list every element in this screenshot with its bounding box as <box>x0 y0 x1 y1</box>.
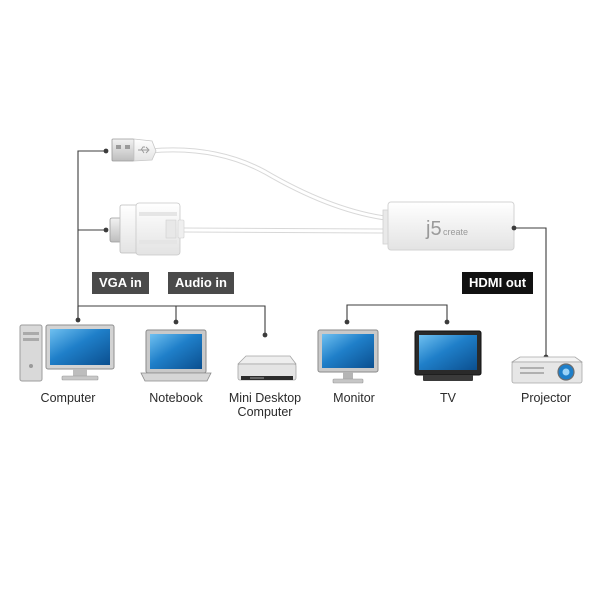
usb-cable <box>147 147 388 221</box>
brand-logo: j5 <box>425 218 442 240</box>
vga-plug-icon <box>109 202 185 256</box>
hdmi-out-tag: HDMI out <box>462 272 534 294</box>
mini-desktop-icon <box>237 355 297 381</box>
vga-cable <box>181 227 386 234</box>
projector-label: Projector <box>520 391 572 405</box>
projector-icon <box>510 356 584 384</box>
audio-in-tag: Audio in <box>168 272 234 294</box>
monitor-icon <box>317 329 379 384</box>
tv-label: TV <box>440 391 456 405</box>
mini-desktop-label-line2: Computer <box>237 405 293 419</box>
adapter-box: j5 create <box>382 201 515 251</box>
tv-icon <box>414 330 482 381</box>
notebook-icon <box>140 329 212 382</box>
monitor-label: Monitor <box>333 391 375 405</box>
usb-plug-icon <box>111 138 157 162</box>
vga-in-tag: VGA in <box>92 272 149 294</box>
notebook-label: Notebook <box>149 391 203 405</box>
brand-logo-sub: create <box>443 227 468 237</box>
computer-label: Computer <box>40 391 96 405</box>
computer-icon <box>19 324 115 382</box>
mini-desktop-label-line1: Mini Desktop <box>228 391 302 405</box>
